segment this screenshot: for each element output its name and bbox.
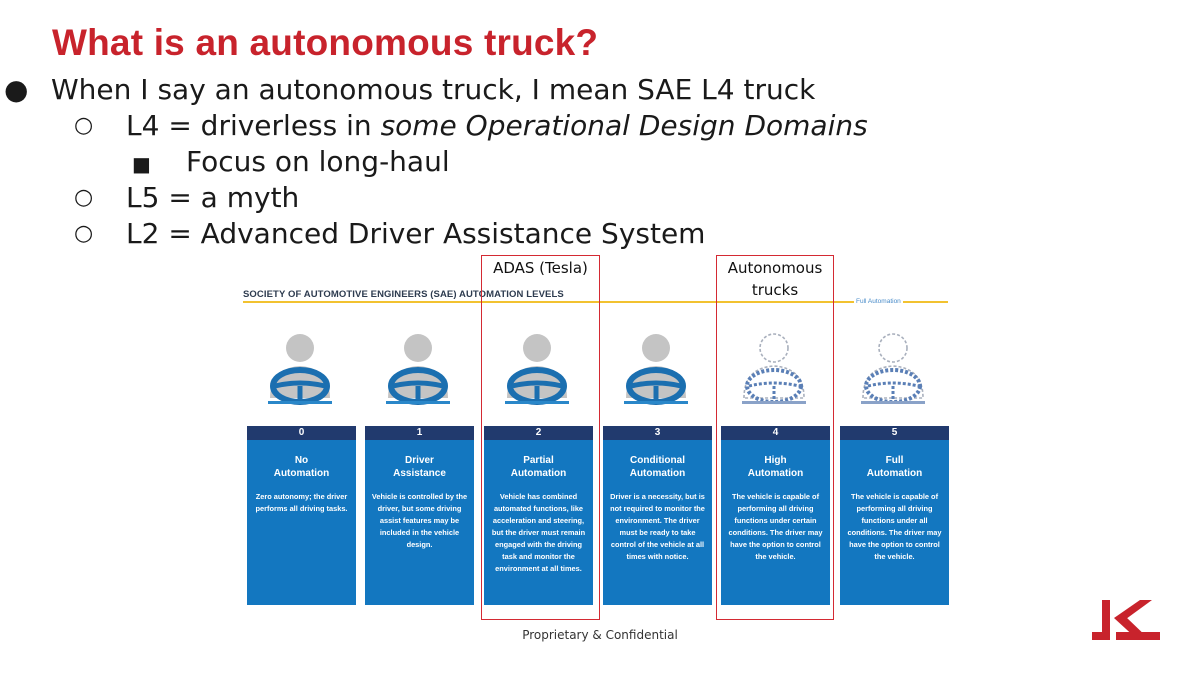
bullet-l4-italic: some Operational Design Domains [380,109,868,142]
trucks-label: Autonomous trucks [727,259,823,299]
level-name: High Automation [747,455,804,479]
level-description: The vehicle is capable of performing all… [728,492,823,561]
figure-heading: SOCIETY OF AUTOMOTIVE ENGINEERS (SAE) AU… [243,289,564,300]
bullet-circle-marker: ○ [74,185,94,210]
company-logo-icon [1092,600,1160,640]
level-name: No Automation [273,455,330,479]
bullet-l4-sub-text: Focus on long-haul [186,145,450,178]
trucks-highlight-box [716,255,834,620]
bullet-l2-text: L2 = Advanced Driver Assistance System [126,217,706,250]
bullet-l5-text: L5 = a myth [126,181,300,214]
level-description: The vehicle is capable of performing all… [847,492,942,561]
level-name: Full Automation [866,455,923,479]
bullet-disc-marker: ● [4,73,29,106]
level-description: Vehicle is controlled by the driver, but… [371,492,468,549]
bullet-circle-marker: ○ [74,221,94,246]
sae-levels-figure: SOCIETY OF AUTOMOTIVE ENGINEERS (SAE) AU… [240,280,952,610]
slide-title: What is an autonomous truck? [52,22,599,63]
driver-steering-wheel-icon [624,334,688,405]
dashed-driver-icon [742,333,806,404]
level-description: Zero autonomy; the driver performs all d… [255,492,348,513]
level-name: Partial Automation [510,455,567,479]
driver-steering-wheel-icon [505,334,569,405]
level-number: 4 [721,426,830,440]
level-name: Driver Assistance [393,455,446,479]
adas-label: ADAS (Tesla) [493,259,588,277]
driver-steering-wheel-icon [386,334,450,405]
level-number: 0 [247,426,356,440]
level-number: 1 [365,426,474,440]
bullet-circle-marker: ○ [74,113,94,138]
adas-highlight-box [481,255,600,620]
bullet-square-marker: ■ [132,152,151,176]
dashed-driver-icon [861,333,925,404]
driver-steering-wheel-icon [268,334,332,405]
bullet-l4-text: L4 = driverless in some Operational Desi… [126,109,868,142]
level-description: Driver is a necessity, but is not requir… [610,492,705,561]
level-number: 5 [840,426,949,440]
bullet-main-text: When I say an autonomous truck, I mean S… [51,73,816,106]
full-automation-tag: Full Automation [854,298,903,305]
level-name: Conditional Automation [629,455,686,479]
level-number: 3 [603,426,712,440]
level-description: Vehicle has combined automated functions… [491,492,586,573]
level-number: 2 [484,426,593,440]
footer-confidential: Proprietary & Confidential [522,628,678,642]
gold-divider [243,301,948,303]
